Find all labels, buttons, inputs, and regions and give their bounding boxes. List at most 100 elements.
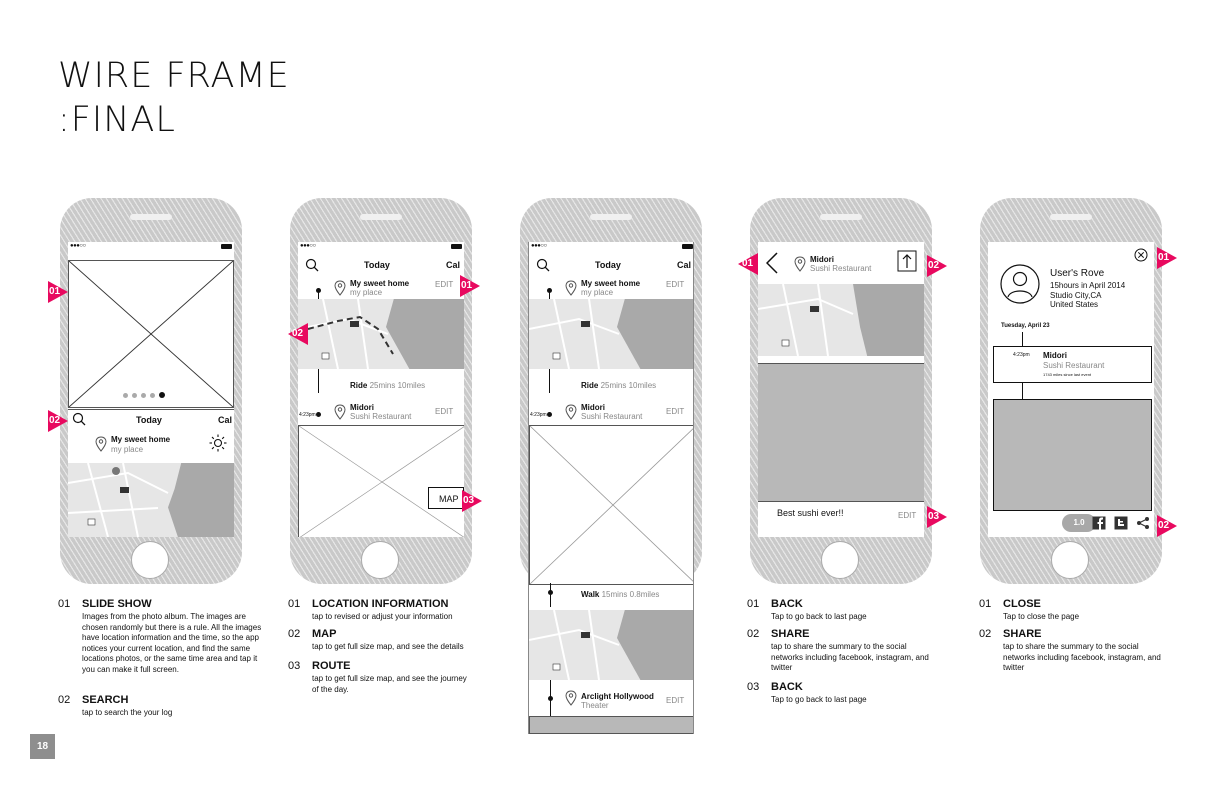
timeline-dot (316, 288, 321, 293)
user-line-1: 15hours in April 2014 (1050, 281, 1126, 290)
note-number: 02 (288, 628, 301, 640)
edit-button[interactable]: EDIT (435, 280, 454, 289)
place-photo-placeholder[interactable] (758, 363, 924, 502)
note-slide-show: 01 SLIDE SHOW Images from the photo albu… (58, 599, 268, 695)
note-description: tap to share the summary to the social n… (771, 642, 929, 672)
status-bar: ●●●○○ (298, 242, 464, 252)
battery-icon (682, 244, 693, 249)
timeline-dot (547, 412, 552, 417)
slideshow-image[interactable] (68, 260, 234, 408)
location-title[interactable]: My sweet home (581, 279, 641, 288)
location-title[interactable]: Arclight Hollywood (581, 692, 654, 701)
title-line-1: WIRE FRAME (58, 56, 290, 96)
note-description: tap to get full size map, and see the jo… (312, 674, 467, 694)
next-photo-placeholder[interactable] (529, 716, 693, 734)
place-subtitle: Sushi Restaurant (810, 264, 872, 273)
share-upload-icon[interactable] (897, 250, 917, 272)
edit-button[interactable]: EDIT (666, 696, 685, 705)
place-map[interactable] (758, 284, 924, 356)
route-map[interactable] (298, 299, 464, 369)
timeline-line (1022, 332, 1023, 346)
review-text: Best sushi ever!! (777, 508, 844, 518)
phone-5-frame: User's Rove 15hours in April 2014 Studio… (980, 198, 1162, 584)
timeline-line (550, 583, 551, 607)
search-icon[interactable] (72, 412, 86, 426)
edit-button[interactable]: EDIT (666, 280, 685, 289)
note-route: 03 ROUTE tap to get full size map, and s… (288, 661, 498, 701)
note-number: 01 (58, 598, 71, 610)
ride-segment[interactable]: Ride 25mins 10miles (581, 381, 656, 390)
walk-segment[interactable]: Walk 15mins 0.8miles (581, 590, 659, 599)
timeline-line (1022, 383, 1023, 399)
home-button[interactable] (361, 541, 399, 579)
map-button[interactable]: MAP (428, 487, 464, 509)
edit-button[interactable]: EDIT (898, 511, 917, 520)
edit-button[interactable]: EDIT (435, 407, 454, 416)
note-heading: BACK (771, 681, 803, 693)
earpiece (820, 214, 862, 220)
ride-info: 25mins 10miles (369, 381, 426, 390)
location-title[interactable]: Midori (350, 403, 374, 412)
note-heading: CLOSE (1003, 598, 1041, 610)
route-map[interactable] (529, 299, 693, 369)
signal-indicator: ●●●○○ (70, 243, 86, 249)
note-number: 02 (747, 628, 760, 640)
ride-label: Ride (581, 381, 599, 390)
rating-badge: 1.0 (1062, 514, 1096, 532)
place-photo[interactable] (298, 425, 464, 537)
note-heading: BACK (771, 598, 803, 610)
phone-2-screen: ●●●○○ Today Cal My sweet home my place E… (298, 242, 464, 537)
mini-map[interactable] (68, 463, 234, 537)
home-button[interactable] (821, 541, 859, 579)
event-card[interactable]: 4:23pm Midori Sushi Restaurant 1743 mile… (993, 346, 1152, 383)
calendar-button[interactable]: Cal (218, 415, 233, 425)
phone-2-frame: ●●●○○ Today Cal My sweet home my place E… (290, 198, 472, 584)
calendar-button[interactable]: Cal (677, 260, 692, 270)
divider (68, 409, 234, 410)
note-description: tap to search the your log (82, 708, 173, 717)
note-heading: MAP (312, 628, 337, 640)
phone-5-screen: User's Rove 15hours in April 2014 Studio… (988, 242, 1154, 537)
marker-02: 02 (48, 410, 68, 432)
edit-button[interactable]: EDIT (666, 407, 685, 416)
today-label: Today (136, 415, 162, 425)
place-photo[interactable] (529, 425, 693, 585)
walk-info: 15mins 0.8miles (601, 590, 660, 599)
note-back-2: 03 BACK Tap to go back to last page (747, 682, 957, 712)
place-title: Midori (810, 255, 834, 264)
title-line-2: :FINAL (58, 100, 176, 140)
marker-01: 01 (48, 281, 68, 303)
summary-photo-placeholder[interactable] (993, 399, 1152, 511)
location-title[interactable]: Midori (581, 403, 605, 412)
user-name: User's Rove (1050, 268, 1105, 279)
note-heading: SEARCH (82, 694, 129, 706)
calendar-button[interactable]: Cal (446, 260, 461, 270)
location-title[interactable]: My sweet home (111, 435, 171, 444)
close-icon[interactable] (1134, 248, 1148, 262)
battery-icon (221, 244, 232, 249)
signal-indicator: ●●●○○ (300, 243, 316, 249)
note-description: Tap to go back to last page (771, 695, 867, 704)
facebook-icon[interactable] (1092, 516, 1106, 530)
timeline-line (318, 369, 319, 393)
location-pin-icon (794, 256, 806, 272)
walk-map[interactable] (529, 610, 693, 680)
date-label: Tuesday, April 23 (1001, 323, 1050, 329)
slideshow-pager[interactable] (123, 385, 165, 403)
location-subtitle: Theater (581, 701, 609, 710)
home-button[interactable] (1051, 541, 1089, 579)
ride-label: Ride (350, 381, 368, 390)
location-pin-icon (565, 404, 577, 420)
home-button[interactable] (131, 541, 169, 579)
user-line-2: Studio City,CA (1050, 291, 1102, 300)
note-number: 01 (288, 598, 301, 610)
phone-3-scroll-screen[interactable]: ●●●○○ Today Cal My sweet home my place E… (528, 242, 694, 734)
search-icon[interactable] (305, 258, 319, 272)
twitter-icon[interactable] (1114, 516, 1128, 530)
back-arrow-icon[interactable] (766, 252, 778, 274)
note-number: 01 (979, 598, 992, 610)
share-icon[interactable] (1136, 516, 1150, 530)
ride-segment[interactable]: Ride 25mins 10miles (350, 381, 425, 390)
location-title[interactable]: My sweet home (350, 279, 410, 288)
search-icon[interactable] (536, 258, 550, 272)
